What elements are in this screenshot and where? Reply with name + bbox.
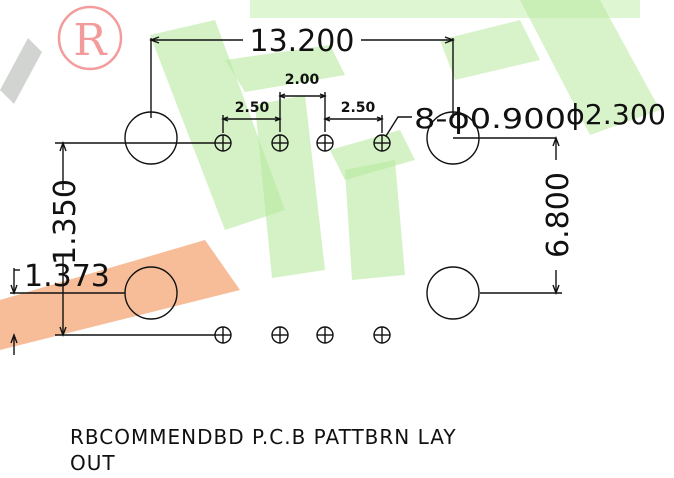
watermark-gray-stripe bbox=[0, 38, 42, 104]
watermark-green-shape-1 bbox=[150, 20, 285, 230]
dim-right-vertical-label: 6.800 bbox=[541, 172, 576, 258]
small-hole-bottom-3 bbox=[316, 326, 334, 344]
small-hole-bottom-1 bbox=[214, 326, 232, 344]
small-hole-bottom-4 bbox=[373, 326, 391, 344]
dim-pitch-right-lines bbox=[323, 115, 384, 133]
small-hole-bottom-2 bbox=[271, 326, 289, 344]
watermark-green-shape-8 bbox=[250, 0, 640, 18]
large-hole-callout-label: ϕ2.300 bbox=[566, 98, 666, 131]
dim-pitch-left-lines bbox=[221, 115, 282, 133]
watermark-green-shape-4 bbox=[330, 130, 415, 180]
small-hole-top-4 bbox=[373, 134, 391, 152]
watermark-green-shape-2 bbox=[225, 45, 345, 92]
watermark-green-shape-5 bbox=[345, 160, 405, 280]
dim-left-vertical-lines bbox=[55, 141, 215, 337]
dim-row-offset-label: 1.373 bbox=[24, 259, 110, 294]
watermark-green-shape-3 bbox=[255, 95, 325, 278]
watermark: R bbox=[0, 0, 660, 350]
dim-pitch-left-label: 2.50 bbox=[235, 100, 270, 116]
dim-overall-width-lines bbox=[149, 36, 455, 118]
small-hole-top-1 bbox=[214, 134, 232, 152]
watermark-green-shape-7 bbox=[520, 0, 660, 135]
watermark-green-shape-6 bbox=[440, 20, 540, 80]
dim-right-vertical-lines bbox=[480, 136, 562, 295]
watermark-logo-ring bbox=[57, 5, 123, 71]
dim-overall-width-label: 13.200 bbox=[250, 24, 355, 59]
dim-pitch-center-label: 2.00 bbox=[285, 72, 320, 88]
dim-pitch-center-lines bbox=[278, 92, 327, 132]
caption-line-1: RBCOMMENDBD P.C.B PATTBRN LAY bbox=[70, 425, 457, 449]
watermark-logo-letter: R bbox=[73, 15, 108, 66]
large-hole-bottom-right bbox=[426, 266, 480, 320]
dim-pitch-right-label: 2.50 bbox=[341, 100, 376, 116]
small-hole-top-3 bbox=[316, 134, 334, 152]
pattern-caption: RBCOMMENDBD P.C.B PATTBRN LAY OUT bbox=[70, 424, 590, 476]
caption-line-2: OUT bbox=[70, 451, 116, 475]
watermark-orange-stripe bbox=[0, 240, 240, 350]
dim-row-offset-lines bbox=[10, 268, 125, 355]
small-hole-callout-label: 8-ϕ0.900 bbox=[414, 102, 566, 135]
callout-leader-lines bbox=[385, 116, 556, 139]
small-hole-top-2 bbox=[271, 134, 289, 152]
large-hole-top-left bbox=[124, 111, 178, 165]
dim-left-vertical-label: 1.350 bbox=[48, 179, 83, 265]
